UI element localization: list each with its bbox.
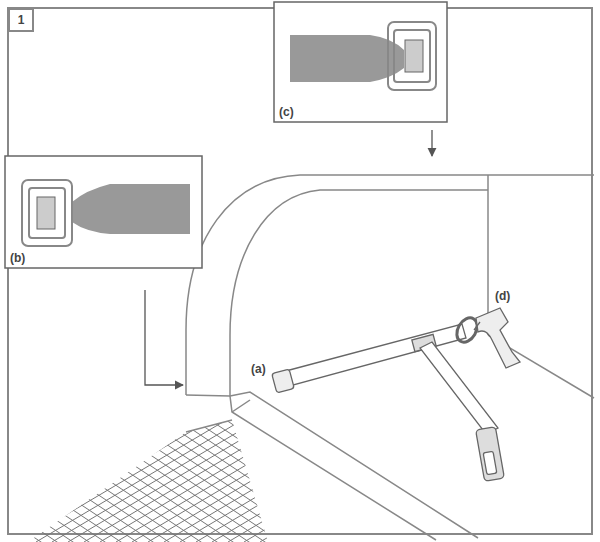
callout-arrow bbox=[145, 290, 183, 385]
callout-letter: (d) bbox=[495, 289, 510, 303]
callout-arrow bbox=[431, 130, 432, 156]
inset-detail bbox=[274, 2, 447, 122]
callout-letter: (a) bbox=[251, 362, 266, 376]
cargo-strap bbox=[272, 308, 520, 481]
step-number: 1 bbox=[18, 13, 25, 27]
inset-box: (c) bbox=[274, 2, 447, 122]
inset-box: (b) bbox=[5, 156, 202, 268]
inset-label: (b) bbox=[10, 251, 25, 265]
inset-label: (c) bbox=[279, 105, 294, 119]
step-number-box: 1 bbox=[8, 8, 34, 32]
tiled-floor bbox=[0, 400, 600, 542]
trunk-opening bbox=[186, 175, 594, 540]
inset-detail bbox=[5, 156, 202, 268]
